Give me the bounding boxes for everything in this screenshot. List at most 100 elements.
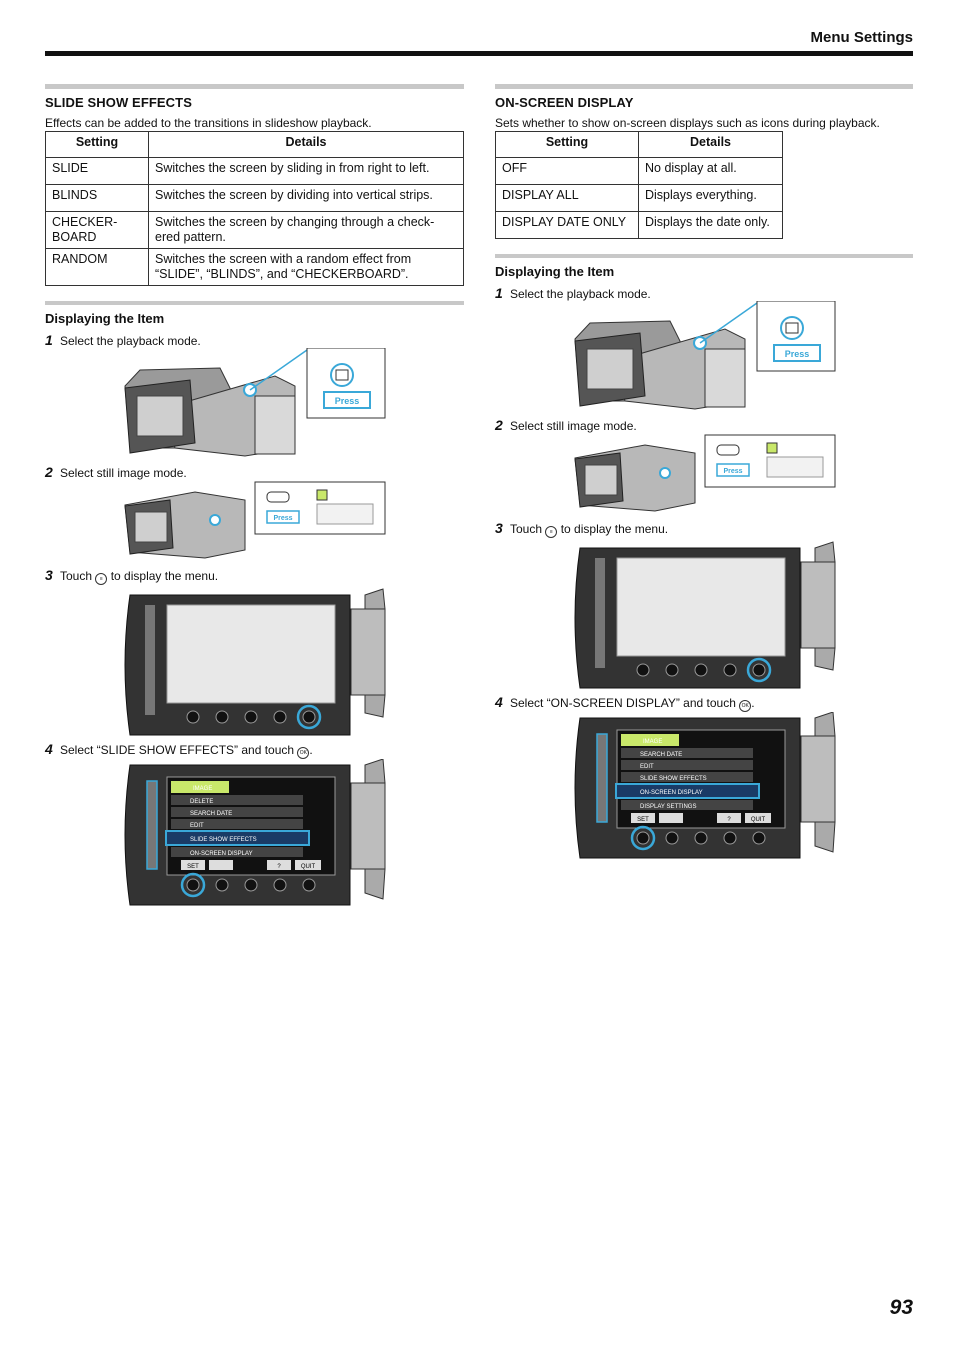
header-title: Menu Settings (810, 29, 913, 46)
step-number: 2 (45, 464, 53, 480)
step-number: 2 (495, 417, 503, 433)
menu-item: SLIDE SHOW EFFECTS (640, 776, 707, 782)
step-1: 1 Select the playback mode. (45, 332, 464, 348)
table-row: RANDOM Switches the screen with a random… (45, 248, 464, 286)
camcorder-illustration: Press (574, 434, 836, 512)
page-number: 93 (889, 1296, 913, 1319)
table-row: DISPLAY DATE ONLY Displays the date only… (495, 211, 783, 239)
step-number: 3 (495, 520, 503, 536)
step-text-before: Select “SLIDE SHOW EFFECTS” and touch (60, 743, 295, 757)
menu-item: DISPLAY SETTINGS (640, 804, 696, 810)
press-label: Press (273, 515, 292, 522)
lcd-illustration (124, 588, 386, 736)
step-text-after: to display the menu. (560, 522, 669, 536)
step-3: 3 Touch ≡ to display the menu. (495, 520, 913, 538)
step-text-before: Touch (60, 569, 93, 583)
press-label: Press (335, 396, 360, 406)
menu-item: EDIT (190, 823, 204, 829)
help-label: ? (277, 864, 281, 870)
step-text-before: Select “ON-SCREEN DISPLAY” and touch (510, 696, 736, 710)
menu-item: EDIT (640, 764, 654, 770)
table-cell-setting: CHECKER- BOARD (45, 211, 149, 249)
menu-item: SEARCH DATE (640, 752, 682, 758)
settings-table: Setting Details SLIDE Switches the scree… (45, 131, 464, 286)
header-rule (45, 51, 913, 56)
menu-item-selected: SLIDE SHOW EFFECTS (190, 837, 257, 843)
menu-item: DELETE (190, 799, 213, 805)
menu-item: IMAGE (643, 739, 662, 745)
step-2: 2 Select still image mode. (45, 464, 464, 480)
ok-button-icon: OK (739, 700, 752, 712)
step-number: 4 (495, 694, 503, 710)
step-4: 4 Select “SLIDE SHOW EFFECTS” and touch … (45, 741, 464, 759)
table-cell-setting: OFF (495, 157, 639, 185)
ok-button-icon: OK (297, 747, 310, 759)
lcd-menu-list-figure: IMAGE DELETE SEARCH DATE EDIT SLIDE SHOW… (45, 758, 464, 909)
table-cell-details: Switches the screen by changing through … (148, 211, 464, 249)
quit-label: QUIT (301, 864, 316, 870)
step-number: 1 (495, 285, 503, 301)
lcd-menu-list-figure: IMAGE SEARCH DATE EDIT SLIDE SHOW EFFECT… (495, 711, 913, 862)
right-column: ON-SCREEN DISPLAY Sets whether to show o… (495, 84, 913, 862)
section-title: ON-SCREEN DISPLAY (495, 95, 634, 110)
table-row: CHECKER- BOARD Switches the screen by ch… (45, 211, 464, 249)
table-row: SLIDE Switches the screen by sliding in … (45, 157, 464, 185)
table-header-details: Details (148, 131, 464, 158)
step-2: 2 Select still image mode. (495, 417, 913, 433)
set-label: SET (637, 817, 649, 823)
menu-item: SEARCH DATE (190, 811, 232, 817)
set-label: SET (187, 864, 199, 870)
section-description: Sets whether to show on-screen displays … (495, 116, 880, 130)
lcd-illustration (574, 541, 836, 689)
subsection-bar (495, 254, 913, 258)
table-cell-setting: DISPLAY DATE ONLY (495, 211, 639, 239)
step-text: Select still image mode. (60, 466, 187, 480)
help-label: ? (727, 817, 731, 823)
section-bar (45, 84, 464, 89)
step-text-after: to display the menu. (110, 569, 219, 583)
lcd-illustration: IMAGE DELETE SEARCH DATE EDIT SLIDE SHOW… (124, 758, 386, 906)
table-header-details: Details (638, 131, 783, 158)
camcorder-illustration: Press (124, 347, 386, 457)
press-label: Press (723, 468, 742, 475)
step-number: 4 (45, 741, 53, 757)
step-text: Select the playback mode. (510, 287, 651, 301)
camcorder-illustration: Press (574, 300, 836, 410)
lcd-menu-button-figure (45, 585, 464, 737)
table-cell-setting: DISPLAY ALL (495, 184, 639, 212)
subsection-bar (45, 301, 464, 305)
table-cell-details: Displays the date only. (638, 211, 783, 239)
section-title: SLIDE SHOW EFFECTS (45, 95, 192, 110)
step-text: Select still image mode. (510, 419, 637, 433)
table-header-setting: Setting (45, 131, 149, 158)
quit-label: QUIT (751, 817, 766, 823)
menu-button-icon: ≡ (95, 573, 108, 585)
settings-table: Setting Details OFF No display at all. D… (495, 131, 783, 239)
subsection-title: Displaying the Item (45, 311, 165, 326)
step-text-after: . (309, 743, 313, 757)
camcorder-illustration: Press (124, 481, 386, 559)
step-number: 3 (45, 567, 53, 583)
table-row: BLINDS Switches the screen by dividing i… (45, 184, 464, 212)
camcorder-still-figure: Press (45, 480, 464, 563)
table-cell-details: No display at all. (638, 157, 783, 185)
menu-button-icon: ≡ (545, 526, 558, 538)
step-text-after: . (751, 696, 755, 710)
lcd-illustration: IMAGE SEARCH DATE EDIT SLIDE SHOW EFFECT… (574, 711, 836, 859)
section-bar (495, 84, 913, 89)
step-number: 1 (45, 332, 53, 348)
menu-item-selected: ON-SCREEN DISPLAY (640, 790, 703, 796)
camcorder-playback-figure: Press (45, 347, 464, 460)
section-description: Effects can be added to the transitions … (45, 116, 372, 130)
table-row: OFF No display at all. (495, 157, 783, 185)
menu-item: IMAGE (193, 786, 212, 792)
table-cell-details: Switches the screen by sliding in from r… (148, 157, 464, 185)
camcorder-playback-figure: Press (495, 300, 913, 413)
step-text: Select the playback mode. (60, 334, 201, 348)
table-row: DISPLAY ALL Displays everything. (495, 184, 783, 212)
left-column: SLIDE SHOW EFFECTS Effects can be added … (45, 84, 464, 909)
press-label: Press (785, 349, 810, 359)
camcorder-still-figure: Press (495, 433, 913, 516)
table-header-setting: Setting (495, 131, 639, 158)
table-cell-details: Switches the screen with a random effect… (148, 248, 464, 286)
